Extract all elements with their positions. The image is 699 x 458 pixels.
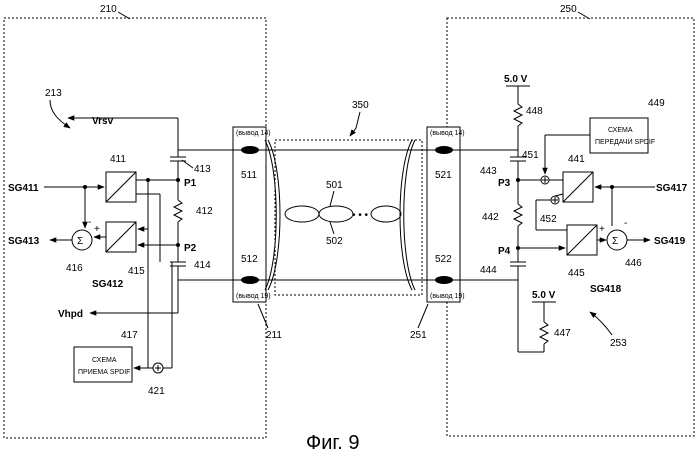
spdif-receiver-box bbox=[74, 347, 132, 382]
sg411-label: SG411 bbox=[8, 183, 39, 194]
line-501-label: 501 bbox=[326, 180, 343, 191]
twisted-pair-2 bbox=[319, 206, 353, 222]
pin-note-bottom-left: (вывод 19) bbox=[236, 293, 271, 300]
sink-device-label: 250 bbox=[560, 4, 577, 15]
res-448-label: 448 bbox=[526, 106, 543, 117]
node-452-label: 452 bbox=[540, 214, 557, 225]
pin-512-label: 512 bbox=[241, 254, 258, 265]
source-plug-label: 211 bbox=[266, 330, 282, 341]
p4-label: P4 bbox=[498, 246, 511, 257]
sum-416-label: 416 bbox=[66, 263, 83, 274]
vhpd-label: Vhpd bbox=[58, 309, 83, 320]
pin-note-top-left: (вывод 14) bbox=[236, 130, 271, 137]
res-412-label: 412 bbox=[196, 206, 213, 217]
p1-label: P1 bbox=[184, 178, 197, 189]
sink-group-label: 253 bbox=[610, 338, 627, 349]
sum-446-sigma: Σ bbox=[612, 236, 618, 247]
sg417-label: SG417 bbox=[656, 183, 688, 194]
cap-414-label: 414 bbox=[194, 260, 211, 271]
sg418-label: SG418 bbox=[590, 284, 622, 295]
pin-522-contact bbox=[435, 276, 453, 284]
spdif-transmitter-id: 449 bbox=[648, 98, 665, 109]
sg419-label: SG419 bbox=[654, 236, 686, 247]
node-451-label: 451 bbox=[522, 150, 539, 161]
spdif-transmitter-line2: ПЕРЕДАЧИ SPDIF bbox=[595, 139, 655, 146]
spdif-transmitter-box bbox=[590, 118, 648, 153]
source-group-label: 213 bbox=[45, 88, 62, 99]
pin-521-label: 521 bbox=[435, 170, 452, 181]
line-502-label: 502 bbox=[326, 236, 343, 247]
sum-416-plus: + bbox=[94, 224, 100, 235]
pin-521-contact bbox=[435, 146, 453, 154]
sum-416-minus: - bbox=[88, 217, 91, 228]
res-442-label: 442 bbox=[482, 212, 499, 223]
cap-413-label: 413 bbox=[194, 164, 211, 175]
sg412-label: SG412 bbox=[92, 279, 124, 290]
sum-446-minus: - bbox=[624, 218, 627, 229]
spdif-receiver-line2: ПРИЕМА SPDIF bbox=[78, 369, 130, 376]
twisted-pair-3 bbox=[371, 206, 401, 222]
pin-512-contact bbox=[241, 276, 259, 284]
spdif-receiver-line1: СХЕМА bbox=[92, 357, 117, 364]
amp-445-label: 445 bbox=[568, 268, 585, 279]
amp-415-label: 415 bbox=[128, 266, 145, 277]
pin-note-top-right: (вывод 14) bbox=[430, 130, 465, 137]
cable-label: 350 bbox=[352, 100, 369, 111]
figure-caption: Фиг. 9 bbox=[306, 432, 359, 454]
pin-522-label: 522 bbox=[435, 254, 452, 265]
twisted-pair-1 bbox=[285, 206, 319, 222]
amp-441-label: 441 bbox=[568, 154, 585, 165]
sum-416-sigma: Σ bbox=[77, 236, 83, 247]
pin-511-label: 511 bbox=[241, 170, 257, 181]
spdif-transmitter-line1: СХЕМА bbox=[608, 127, 633, 134]
sum-446-plus: + bbox=[599, 224, 605, 235]
spdif-receiver-id: 417 bbox=[121, 330, 138, 341]
p2-label: P2 bbox=[184, 243, 197, 254]
pin-note-bottom-right: (вывод 19) bbox=[430, 293, 465, 300]
amp-411-label: 411 bbox=[110, 154, 126, 165]
cap-443-label: 443 bbox=[480, 166, 497, 177]
sg413-label: SG413 bbox=[8, 236, 40, 247]
p3-label: P3 bbox=[498, 178, 511, 189]
pin-511-contact bbox=[241, 146, 259, 154]
cap-444-label: 444 bbox=[480, 265, 497, 276]
adder-421-label: 421 bbox=[148, 386, 165, 397]
source-device-label: 210 bbox=[100, 4, 117, 15]
v5-bottom-label: 5.0 V bbox=[532, 290, 556, 301]
cable-dots: • • • bbox=[352, 210, 369, 221]
sum-446-label: 446 bbox=[625, 258, 642, 269]
sink-plug-label: 251 bbox=[410, 330, 427, 341]
res-447-label: 447 bbox=[554, 328, 571, 339]
v5-top-label: 5.0 V bbox=[504, 74, 528, 85]
